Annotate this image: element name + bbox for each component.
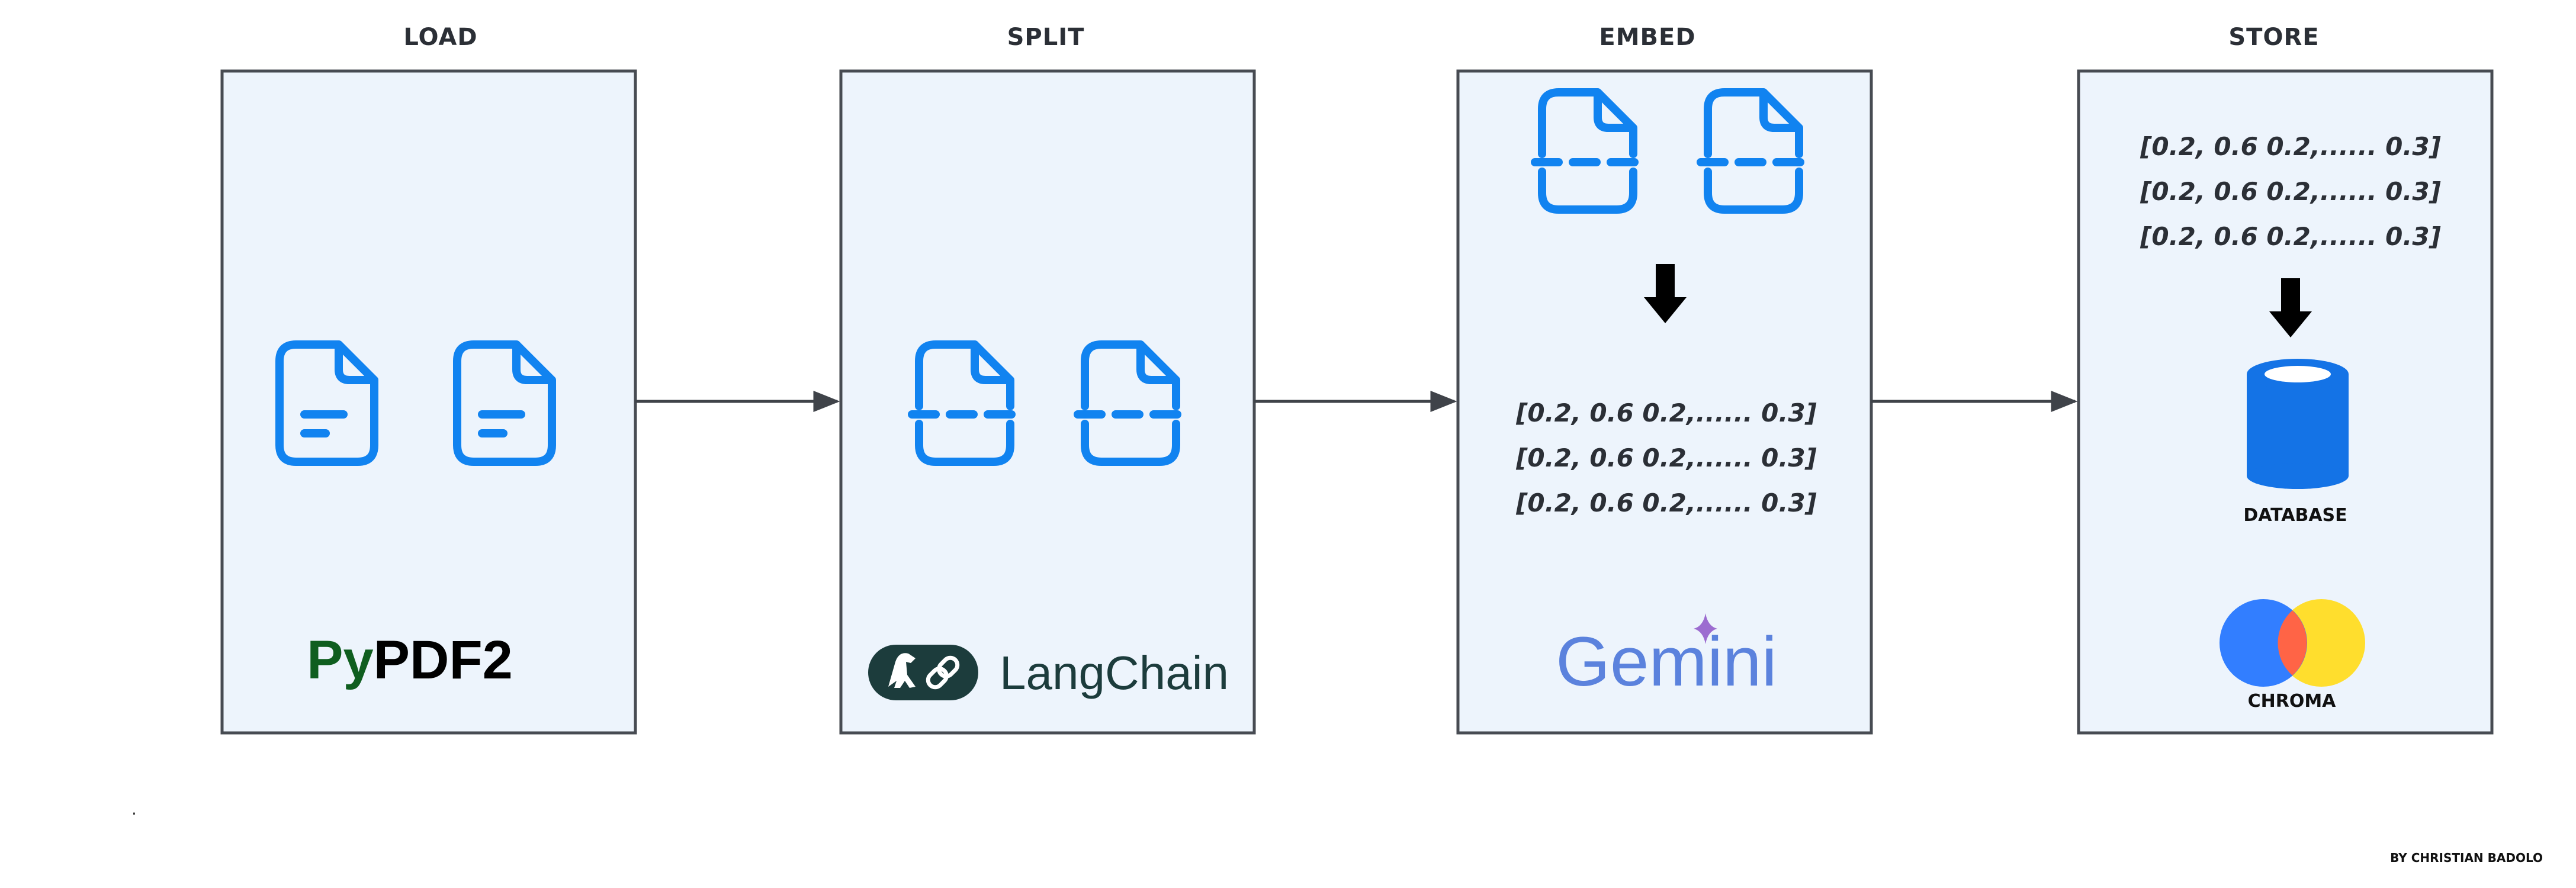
stage-title-load: LOAD: [403, 24, 477, 51]
pypdf2-logo-py: Py: [307, 630, 374, 690]
chroma-logo: CHROMA: [2220, 599, 2365, 712]
store-vector-1: [0.2, 0.6 0.2,...... 0.3]: [2140, 132, 2441, 161]
embed-vector-1: [0.2, 0.6 0.2,...... 0.3]: [1515, 398, 1817, 427]
database-label: DATABASE: [2243, 505, 2347, 526]
langchain-logo-text: LangChain: [1000, 646, 1229, 699]
author-credit: BY CHRISTIAN BADOLO: [2390, 851, 2543, 865]
database-icon: [2247, 359, 2349, 489]
store-vector-2: [0.2, 0.6 0.2,...... 0.3]: [2140, 177, 2441, 206]
gemini-logo: Gemini: [1556, 613, 1777, 701]
stage-title-store: STORE: [2228, 24, 2319, 51]
embed-vector-3: [0.2, 0.6 0.2,...... 0.3]: [1515, 488, 1817, 517]
store-vector-3: [0.2, 0.6 0.2,...... 0.3]: [2140, 222, 2441, 251]
parrot-icon: [888, 653, 916, 688]
stage-title-embed: EMBED: [1599, 24, 1695, 51]
langchain-logo-badge: [868, 645, 978, 700]
gemini-logo-text: Gemini: [1556, 623, 1777, 701]
stray-dot: .: [131, 799, 137, 819]
pypdf2-logo-pdf2: PDF2: [374, 630, 513, 690]
chain-link-icon: [926, 655, 960, 690]
gemini-sparkle-icon: [1694, 613, 1717, 644]
pypdf2-logo: PyPDF2: [307, 630, 513, 690]
embed-vector-2: [0.2, 0.6 0.2,...... 0.3]: [1515, 443, 1817, 472]
stage-box-split: [839, 69, 1256, 735]
stage-box-load: [220, 69, 637, 735]
stage-title-split: SPLIT: [1007, 24, 1085, 51]
chroma-label: CHROMA: [2248, 691, 2337, 712]
langchain-logo: LangChain: [868, 645, 1229, 700]
